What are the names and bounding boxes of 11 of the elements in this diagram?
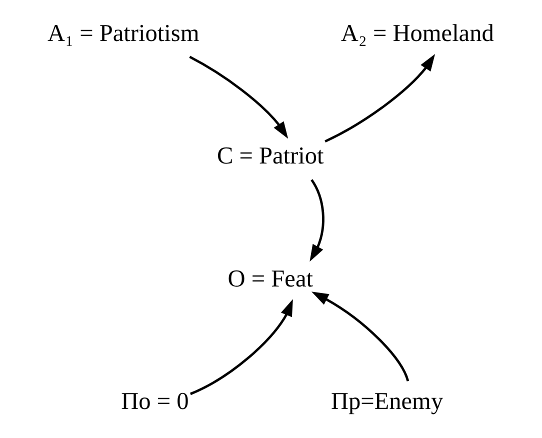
arrow: [190, 299, 293, 396]
node-text: A₁ = Patriotism: [48, 20, 200, 48]
node-text: По = 0: [121, 388, 189, 416]
arrow: [189, 56, 288, 139]
arrow: [311, 292, 410, 382]
arrow: [310, 179, 324, 262]
node-text: Пр=Enemy: [330, 388, 444, 416]
node-text: O = Feat: [228, 265, 313, 292]
node-text: C = Patriot: [217, 142, 324, 170]
node-text: A₂ = Homeland: [340, 20, 494, 48]
arrow: [324, 54, 436, 143]
